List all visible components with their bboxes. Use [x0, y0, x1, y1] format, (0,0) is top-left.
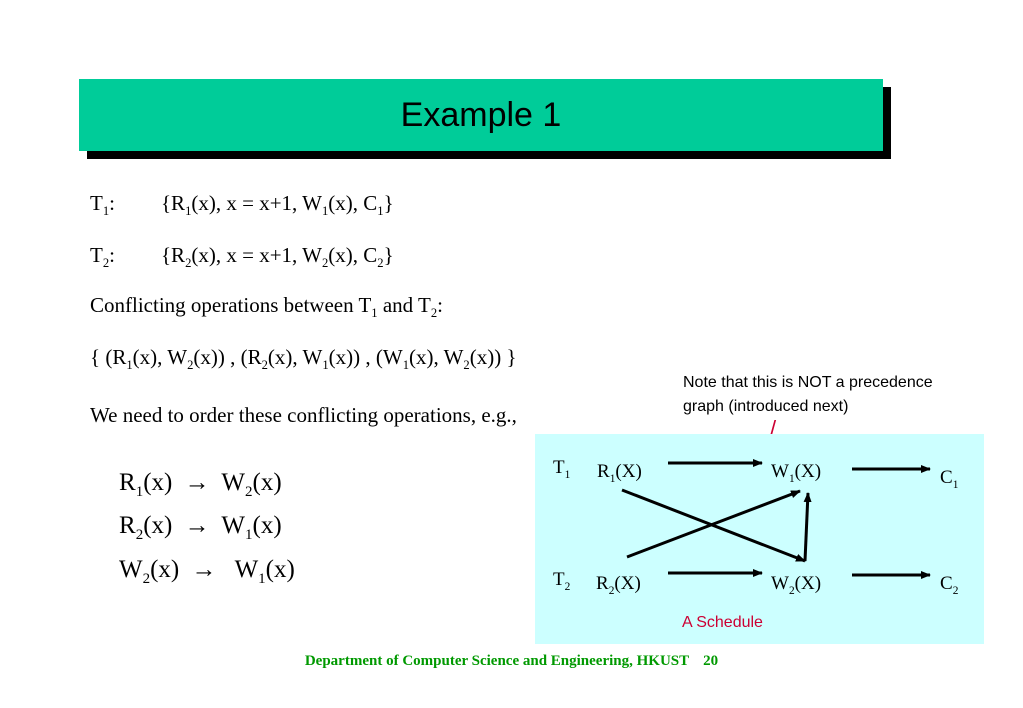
transaction-t2: T2: {R2(x), x = x+1, W2(x), C2}	[90, 243, 394, 271]
schedule-caption: A Schedule	[682, 614, 763, 631]
schedule-node-w1: W1(X)	[771, 461, 822, 485]
right-arrow-icon: →	[184, 512, 210, 539]
note-line-2: graph (introduced next)	[683, 398, 849, 415]
transaction-t2-name: T2:	[90, 243, 115, 271]
ordering-2: R2(x) → W1(x)	[119, 512, 282, 543]
page-number: 20	[703, 653, 719, 669]
note-pointer-mark: /	[770, 416, 777, 441]
ordering-1: R1(x) → W2(x)	[119, 469, 282, 500]
right-arrow-icon: →	[191, 556, 217, 583]
schedule-node-c2: C2	[940, 573, 959, 597]
slide-title: Example 1	[400, 95, 562, 134]
transaction-t2-ops: {R2(x), x = x+1, W2(x), C2}	[160, 243, 394, 271]
title-banner: Example 1	[79, 79, 883, 151]
order-intro: We need to order these conflicting opera…	[90, 403, 517, 427]
arrow-w2-w1	[803, 492, 812, 562]
footer: Department of Computer Science and Engin…	[0, 653, 1023, 670]
arrow-r2-w1	[626, 489, 801, 559]
schedule-label-t2: T2	[553, 569, 571, 593]
note-line-1: Note that this is NOT a precedence	[683, 374, 933, 391]
note-callout: Note that this is NOT a precedence graph…	[683, 371, 933, 419]
schedule-node-c1: C1	[940, 467, 959, 491]
transaction-t1-ops: {R1(x), x = x+1, W1(x), C1}	[160, 191, 394, 219]
right-arrow-icon: →	[184, 469, 210, 496]
schedule-label-t1: T1	[553, 457, 571, 481]
ordering-3: W2(x) → W1(x)	[119, 556, 295, 587]
conflict-set: { (R1(x), W2(x)) , (R2(x), W1(x)) , (W1(…	[90, 345, 517, 373]
transaction-t1: T1: {R1(x), x = x+1, W1(x), C1}	[90, 191, 394, 219]
conflicting-heading: Conflicting operations between T1 and T2…	[90, 293, 444, 321]
schedule-node-r1: R1(X)	[597, 461, 642, 485]
transaction-t1-name: T1:	[90, 191, 115, 219]
schedule-node-r2: R2(X)	[596, 573, 641, 597]
schedule-node-w2: W2(X)	[771, 573, 822, 597]
footer-text: Department of Computer Science and Engin…	[304, 653, 690, 669]
